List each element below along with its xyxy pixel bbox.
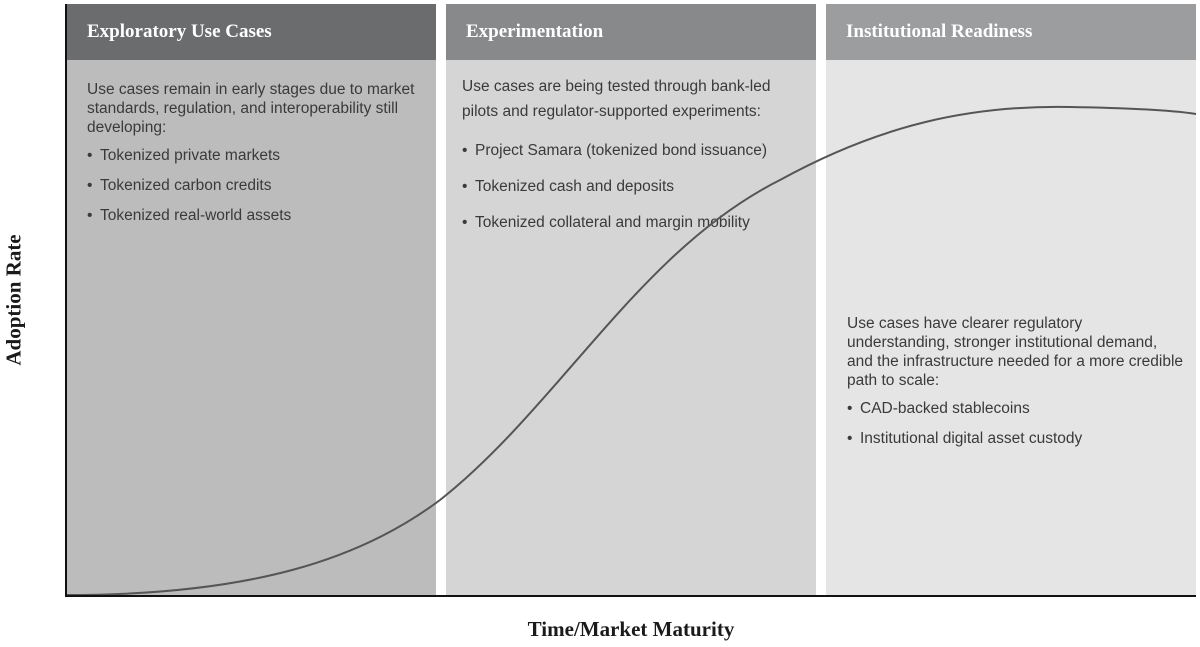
panel-body: Use cases remain in early stages due to … (87, 80, 422, 236)
panel-exploratory: Exploratory Use Cases Use cases remain i… (67, 4, 436, 595)
bullet-list: CAD-backed stablecoins Institutional dig… (847, 399, 1187, 448)
panel-intro: Use cases remain in early stages due to … (87, 81, 415, 136)
list-item: CAD-backed stablecoins (847, 399, 1187, 418)
panel-intro: Use cases have clearer regulatory unders… (847, 315, 1184, 389)
panel-body: Use cases have clearer regulatory unders… (847, 314, 1187, 459)
list-item: Institutional digital asset custody (847, 429, 1187, 448)
panel-title: Experimentation (446, 4, 816, 60)
list-item: Tokenized real-world assets (87, 206, 422, 225)
list-item: Project Samara (tokenized bond issuance) (462, 138, 807, 163)
x-axis-label: Time/Market Maturity (527, 617, 735, 641)
panel-experimentation: Experimentation Use cases are being test… (446, 4, 816, 595)
panel-title: Exploratory Use Cases (67, 4, 436, 60)
panel-intro: Use cases are being tested through bank-… (462, 78, 771, 120)
bullet-list: Tokenized private markets Tokenized carb… (87, 146, 422, 225)
y-axis-label: Adoption Rate (1, 234, 26, 366)
list-item: Tokenized private markets (87, 146, 422, 165)
panel-body: Use cases are being tested through bank-… (462, 74, 807, 246)
list-item: Tokenized cash and deposits (462, 174, 807, 199)
panel-title: Institutional Readiness (826, 4, 1196, 60)
bullet-list: Project Samara (tokenized bond issuance)… (462, 138, 807, 235)
panel-institutional-readiness: Institutional Readiness Use cases have c… (826, 4, 1196, 595)
list-item: Tokenized collateral and margin mobility (462, 210, 807, 235)
list-item: Tokenized carbon credits (87, 176, 422, 195)
